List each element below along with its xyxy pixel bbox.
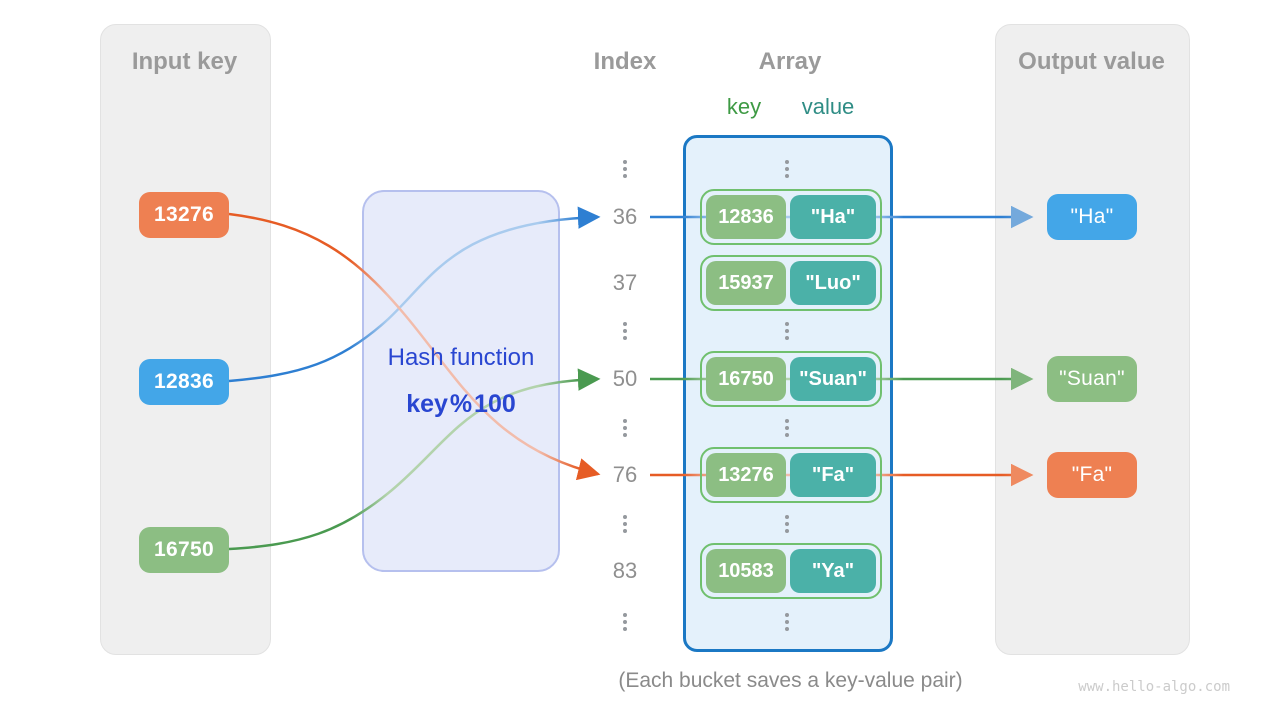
ellipsis-dots xyxy=(782,158,792,180)
value-column-label: value xyxy=(801,94,855,119)
bucket-value-box: "Luo" xyxy=(790,261,876,305)
watermark: www.hello-algo.com xyxy=(1078,679,1230,695)
ellipsis-dots xyxy=(782,513,792,535)
bucket-value-box: "Fa" xyxy=(790,453,876,497)
bucket-row: 16750 "Suan" xyxy=(700,351,882,407)
bucket-row: 12836 "Ha" xyxy=(700,189,882,245)
index-value: 50 xyxy=(612,366,638,391)
index-value: 36 xyxy=(612,204,638,229)
bucket-key-box: 12836 xyxy=(706,195,786,239)
ellipsis-dots xyxy=(620,417,630,439)
hash-curve-blue xyxy=(228,206,601,383)
input-key-box: 13276 xyxy=(139,192,229,238)
input-key-box: 12836 xyxy=(139,359,229,405)
ellipsis-dots xyxy=(620,158,630,180)
hash-function-box xyxy=(362,190,560,572)
bucket-key-box: 16750 xyxy=(706,357,786,401)
ellipsis-dots xyxy=(620,320,630,342)
hash-curve-orange xyxy=(228,212,601,481)
input-key-title: Input key xyxy=(131,48,238,75)
hash-curve-green xyxy=(228,368,601,551)
ellipsis-dots xyxy=(782,611,792,633)
index-value: 76 xyxy=(612,462,638,487)
bucket-value-box: "Ha" xyxy=(790,195,876,239)
bucket-key-box: 10583 xyxy=(706,549,786,593)
input-key-box: 16750 xyxy=(139,527,229,573)
index-header: Index xyxy=(593,48,657,75)
output-value-box: "Suan" xyxy=(1047,356,1137,402)
output-value-title: Output value xyxy=(1018,48,1165,75)
output-value-panel xyxy=(995,24,1190,655)
index-value: 83 xyxy=(612,558,638,583)
bucket-key-box: 13276 xyxy=(706,453,786,497)
bucket-row: 15937 "Luo" xyxy=(700,255,882,311)
ellipsis-dots xyxy=(620,513,630,535)
bucket-key-box: 15937 xyxy=(706,261,786,305)
bucket-value-box: "Ya" xyxy=(790,549,876,593)
ellipsis-dots xyxy=(782,320,792,342)
output-value-box: "Ha" xyxy=(1047,194,1137,240)
key-column-label: key xyxy=(726,94,762,119)
index-value: 37 xyxy=(612,270,638,295)
hash-function-label: Hash function xyxy=(387,344,535,371)
ellipsis-dots xyxy=(620,611,630,633)
caption: (Each bucket saves a key-value pair) xyxy=(618,669,963,692)
array-header: Array xyxy=(758,48,822,75)
bucket-row: 10583 "Ya" xyxy=(700,543,882,599)
bucket-value-box: "Suan" xyxy=(790,357,876,401)
ellipsis-dots xyxy=(782,417,792,439)
output-value-box: "Fa" xyxy=(1047,452,1137,498)
hash-formula: key % 100 xyxy=(406,390,516,418)
bucket-row: 13276 "Fa" xyxy=(700,447,882,503)
